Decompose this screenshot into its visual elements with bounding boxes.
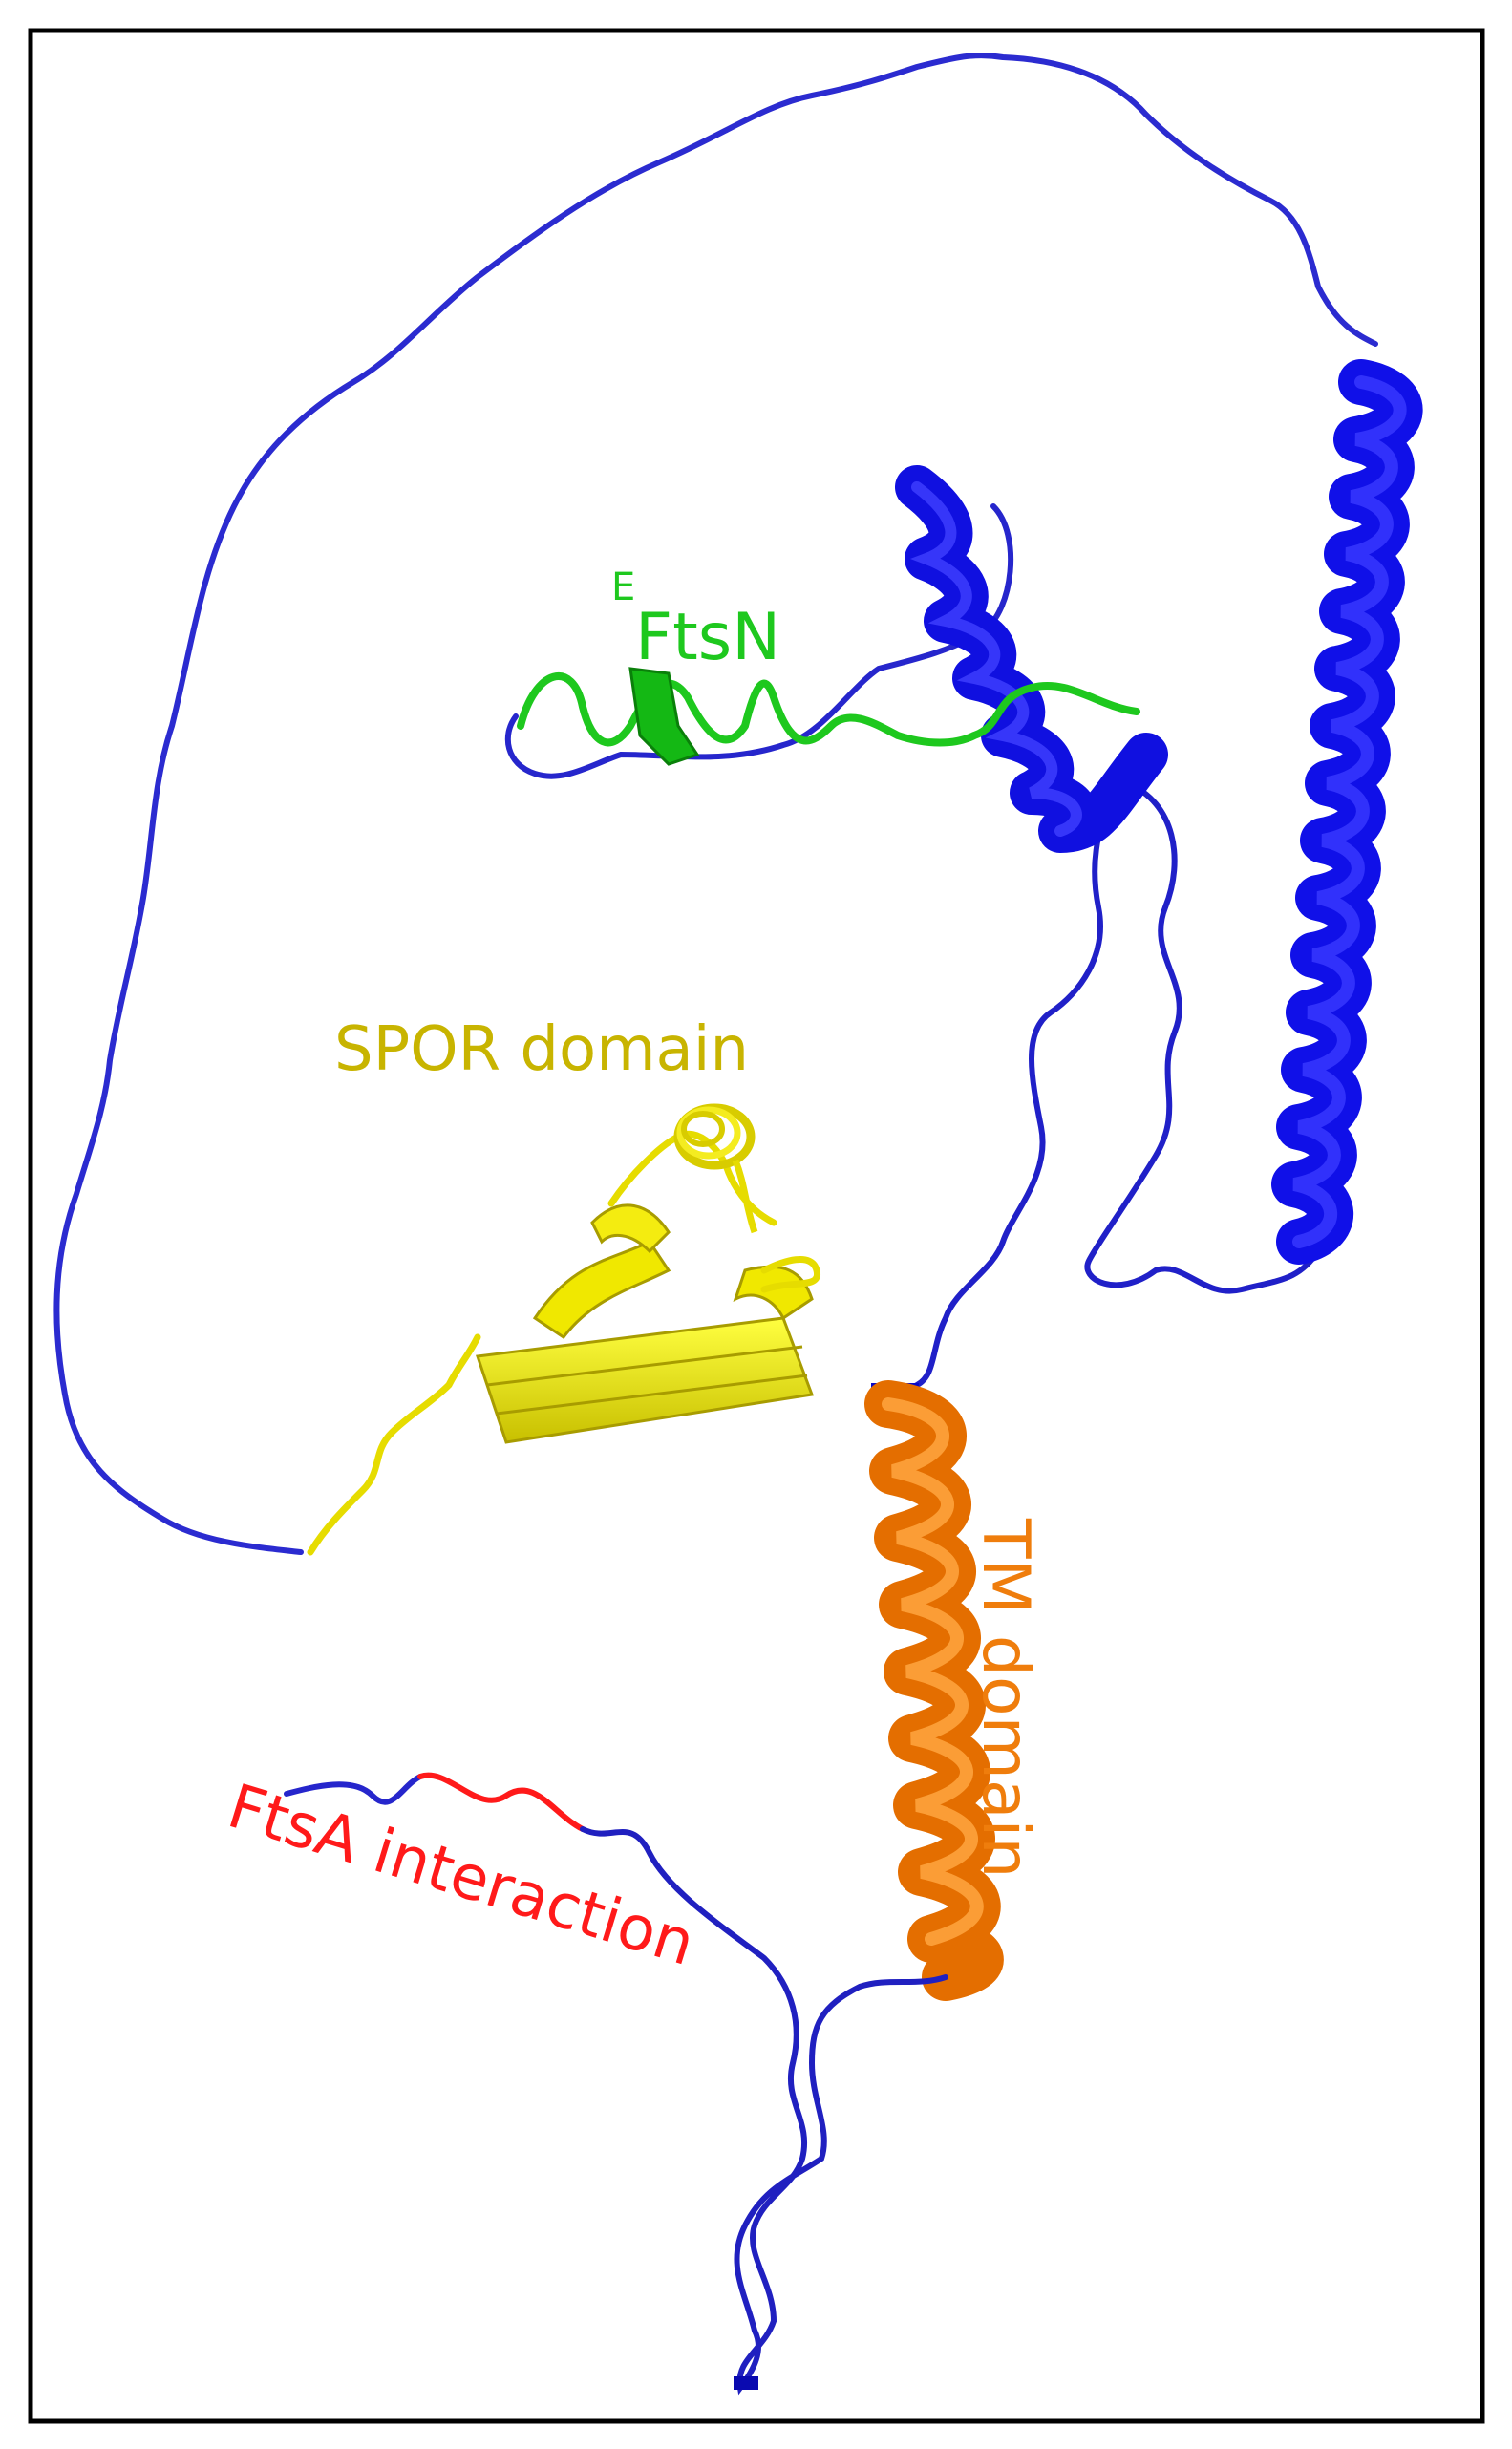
ftsa-interaction-label: FtsA interaction <box>220 1772 702 1981</box>
efts-label-text: FtsN <box>635 600 780 675</box>
tm-domain-label: TM domain <box>968 1518 1043 1879</box>
n-terminal-backbone <box>284 1772 948 2396</box>
efts-label: E FtsN <box>611 565 780 675</box>
spor-domain-structure <box>307 1103 820 1556</box>
ftsa-interaction-segment <box>417 1772 586 1832</box>
middle-blue-helix <box>895 465 1168 853</box>
backbone-loop-inner <box>885 771 1130 1403</box>
spor-domain-label: SPOR domain <box>334 1014 749 1085</box>
efts-label-superscript: E <box>611 565 635 609</box>
backbone-loop-right <box>1084 780 1321 1294</box>
right-long-helix <box>1271 359 1423 1265</box>
figure-frame <box>28 28 1485 2424</box>
backbone-loop-outer <box>53 53 1378 1555</box>
efts-green-segment <box>517 667 1140 766</box>
tm-domain-helix <box>864 1380 1004 2001</box>
